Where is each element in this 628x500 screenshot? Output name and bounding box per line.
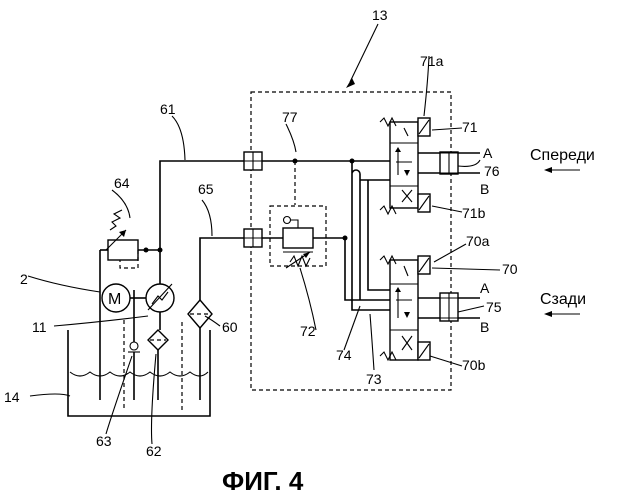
ref-72: 72 [300, 323, 316, 339]
front-label: Спереди [530, 147, 595, 164]
ref-70b: 70b [462, 357, 486, 373]
ref-13-leader [346, 24, 378, 88]
ref-70: 70 [502, 261, 518, 277]
pump-icon [146, 284, 174, 312]
port-b-front: B [480, 181, 489, 197]
port-b-rear: B [480, 319, 489, 335]
arrow-icon [544, 167, 580, 173]
ref-61: 61 [160, 101, 176, 117]
solenoid-icon [418, 342, 430, 360]
solenoid-icon [418, 256, 430, 274]
motor-label: M [108, 291, 121, 308]
ref-71: 71 [462, 119, 478, 135]
filter-icon [148, 330, 168, 350]
relief-valve-icon [106, 210, 138, 268]
connector-block [244, 229, 262, 247]
line-65 [200, 238, 244, 300]
ref-62: 62 [146, 443, 162, 459]
ref-13: 13 [372, 7, 388, 23]
connector-block [244, 152, 262, 170]
ref-63: 63 [96, 433, 112, 449]
connector-block [440, 152, 470, 174]
solenoid-icon [418, 194, 430, 212]
ref-71a: 71a [420, 53, 444, 69]
ref-11: 11 [32, 319, 47, 335]
motor-icon: M [102, 284, 130, 312]
line-74-b [368, 180, 390, 290]
ref-65: 65 [198, 181, 214, 197]
arrow-icon [544, 311, 580, 317]
ref-64: 64 [114, 175, 130, 191]
solenoid-icon [418, 118, 430, 136]
figure-caption: ФИГ. 4 [222, 466, 304, 496]
ref-14: 14 [4, 389, 20, 405]
filter-icon [188, 300, 212, 328]
ref-70a: 70a [466, 233, 490, 249]
line-74 [352, 161, 360, 300]
ref-71b: 71b [462, 205, 486, 221]
ref-60: 60 [222, 319, 238, 335]
port-a-front: A [483, 145, 493, 161]
rear-valve-70 [390, 260, 418, 360]
front-valve-71 [390, 122, 418, 208]
ref-76: 76 [484, 163, 500, 179]
port-a-rear: A [480, 280, 490, 296]
ref-73: 73 [366, 371, 382, 387]
ref-2: 2 [20, 271, 28, 287]
rear-label: Сзади [540, 291, 586, 308]
ref-75: 75 [486, 299, 502, 315]
check-valve-icon [128, 342, 140, 352]
ref-77: 77 [282, 109, 298, 125]
relief-valve-icon [283, 217, 313, 269]
ref-74: 74 [336, 347, 352, 363]
